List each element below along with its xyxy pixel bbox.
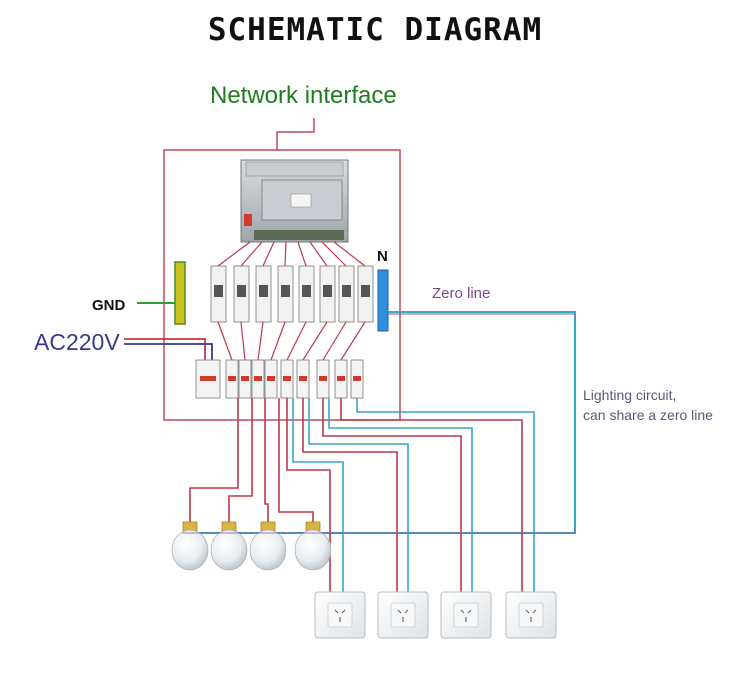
branch-breaker (225, 359, 239, 399)
socket-4 (505, 591, 557, 639)
diagram-title: SCHEMATIC DIAGRAM (207, 12, 543, 48)
branch-breakers (225, 359, 364, 399)
socket-2 (377, 591, 429, 639)
branch-breaker (264, 359, 278, 399)
bulb-4 (294, 521, 332, 571)
socket-1 (314, 591, 366, 639)
relay-module (357, 265, 374, 323)
bulb-1 (171, 521, 209, 571)
network-interface-label: Network interface (210, 82, 397, 109)
relay-to-breaker-wires (217, 321, 366, 361)
branch-breaker (296, 359, 310, 399)
zero-line-label: Zero line (432, 285, 491, 302)
enclosure-box (163, 149, 401, 421)
socket-3 (440, 591, 492, 639)
branch-breaker (334, 359, 348, 399)
lighting-circuit-note: Lighting circuit, can share a zero line (583, 385, 713, 425)
controller-module (240, 159, 349, 243)
neutral-label: N (377, 248, 388, 265)
main-breaker (195, 359, 221, 399)
gnd-label: GND (92, 297, 126, 314)
relay-module (210, 265, 227, 323)
relay-module (233, 265, 250, 323)
ac220v-label: AC220V (34, 329, 120, 355)
lighting-live-wires (189, 398, 314, 522)
branch-breaker (316, 359, 330, 399)
ac-neutral-input (124, 343, 213, 360)
branch-breaker (238, 359, 252, 399)
branch-breaker (280, 359, 294, 399)
lighting-note-line-2: can share a zero line (583, 407, 713, 423)
bulb-2 (210, 521, 248, 571)
relay-module (277, 265, 294, 323)
relay-module (298, 265, 315, 323)
relay-module (255, 265, 272, 323)
module-to-relay-wires (217, 241, 366, 267)
bulb-3 (249, 521, 287, 571)
relay-row (210, 265, 374, 323)
network-cable (276, 118, 315, 150)
relay-module (338, 265, 355, 323)
socket-wires (286, 398, 535, 592)
relay-module (319, 265, 336, 323)
lighting-note-line-1: Lighting circuit, (583, 387, 677, 403)
zero-line-wire (182, 311, 576, 534)
neutral-bar (377, 269, 389, 332)
branch-breaker (251, 359, 265, 399)
ground-bar (174, 261, 186, 325)
ac-live-input (124, 338, 206, 360)
branch-breaker (350, 359, 364, 399)
